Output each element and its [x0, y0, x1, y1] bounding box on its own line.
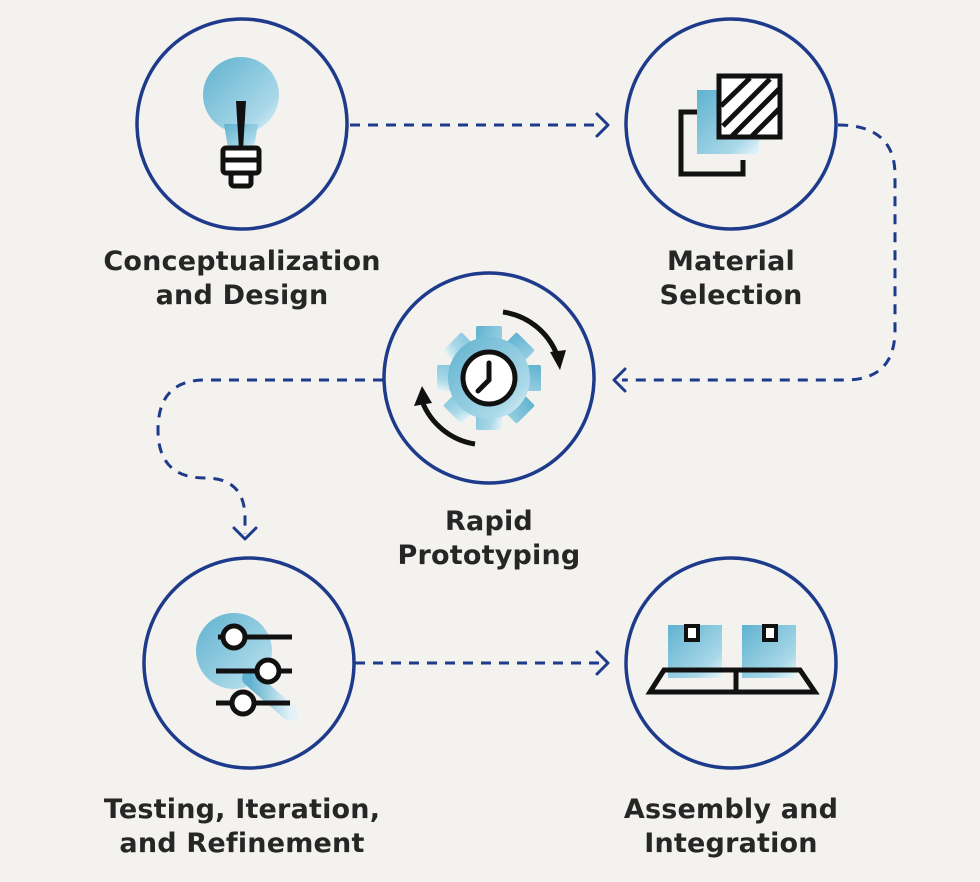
step-label-assembly: Assembly and Integration: [581, 793, 881, 861]
arrowhead-down: [232, 526, 258, 541]
step-label-line1: Assembly and: [623, 794, 839, 825]
sliders-icon: [196, 613, 298, 721]
step-label-testing: Testing, Iteration, and Refinement: [92, 793, 392, 861]
step-label-line2: Integration: [644, 828, 818, 859]
step-label-line1: Material: [667, 246, 795, 277]
step-label-material: Material Selection: [581, 245, 881, 313]
step-label-line1: Rapid: [445, 506, 533, 537]
step-circle-concept: [135, 17, 349, 231]
arrowhead-right: [595, 112, 610, 138]
boxes-icon: [645, 624, 820, 695]
step-label-line1: Testing, Iteration,: [103, 794, 381, 825]
step-label-line2: and Design: [155, 280, 329, 311]
gear-clock-icon: [414, 309, 566, 447]
step-circle-assembly: [624, 556, 838, 770]
step-circle-testing: [142, 556, 356, 770]
step-label-line2: Selection: [659, 280, 803, 311]
connector-rapid-to-testing: [156, 378, 383, 534]
arrowhead-right: [595, 650, 610, 676]
step-label-concept: Conceptualization and Design: [92, 245, 392, 313]
lightbulb-icon: [203, 57, 279, 189]
layers-icon: [678, 73, 783, 177]
step-label-line2: and Refinement: [119, 828, 365, 859]
step-circle-material: [624, 17, 838, 231]
connector-material-to-rapid: [622, 123, 897, 382]
step-label-rapid: Rapid Prototyping: [339, 505, 639, 573]
step-circle-rapid: [382, 271, 596, 485]
step-label-line2: Prototyping: [397, 540, 581, 571]
arrowhead-left: [612, 367, 627, 393]
step-label-line1: Conceptualization: [103, 246, 381, 277]
